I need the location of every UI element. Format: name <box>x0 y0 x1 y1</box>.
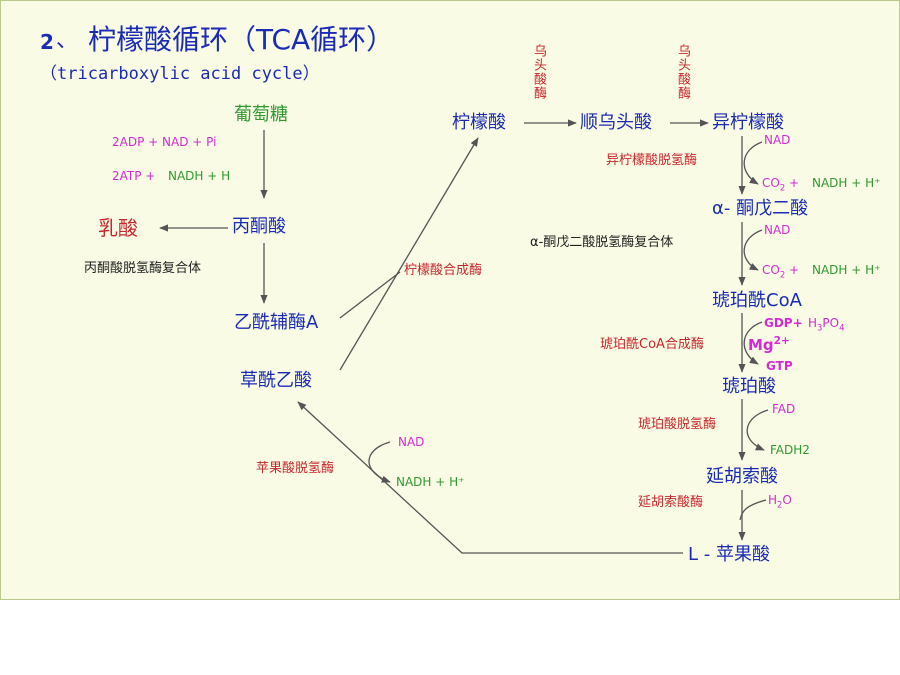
icdh-nad: NAD <box>764 133 791 147</box>
page-title: 柠檬酸循环（TCA循环） <box>88 23 395 56</box>
curve-fumarase <box>739 499 767 521</box>
glucose-label: 葡萄糖 <box>234 104 288 125</box>
fad-label: FAD <box>772 402 796 416</box>
curve-akgdh <box>743 229 763 271</box>
mdh-nad: NAD <box>398 435 425 449</box>
fumarase-label: 延胡索酸酶 <box>638 495 704 510</box>
cis-aconitate-label: 顺乌头酸 <box>580 112 652 133</box>
malate-label: L - 苹果酸 <box>688 544 770 565</box>
citrate-synthase-label: 柠檬酸合成酶 <box>404 263 483 278</box>
icdh-co2: CO2 + <box>762 176 800 193</box>
akgdh-co2: CO2 + <box>762 263 800 280</box>
citrate-label: 柠檬酸 <box>452 112 506 133</box>
aconitase-label-2: 乌头酸酶 <box>675 44 690 100</box>
isocitrate-dehydrogenase-label: 异柠檬酸脱氢酶 <box>606 153 698 168</box>
arrow-oxaloacetate-citrate <box>339 137 479 371</box>
mg-label: Mg2+ <box>748 335 790 354</box>
malate-dehydrogenase-label: 苹果酸脱氢酶 <box>256 461 335 476</box>
title-separator: 、 <box>56 28 79 53</box>
akgdh-nadh: NADH + H⁺ <box>812 263 881 277</box>
mdh-nadh: NADH + H⁺ <box>396 475 465 489</box>
fadh2-label: FADH2 <box>770 443 810 457</box>
akg-dehydrogenase-complex-label: α-酮戊二酸脱氢酶复合体 <box>530 235 674 250</box>
h3po4-label: H3PO4 <box>808 316 845 333</box>
pdh-complex-label: 丙酮酸脱氢酶复合体 <box>84 261 202 276</box>
page-subtitle: （tricarboxylic acid cycle） <box>40 64 320 84</box>
akgdh-nad: NAD <box>764 223 791 237</box>
gtp-label: GTP <box>766 359 793 373</box>
h2o-label: H2O <box>768 493 792 510</box>
fumarate-label: 延胡索酸 <box>706 466 778 487</box>
succinyl-coa-synthetase-label: 琥珀酰CoA合成酶 <box>600 337 704 352</box>
curve-mdh <box>368 441 391 483</box>
aconitase-label-1: 乌头酸酶 <box>531 44 546 100</box>
icdh-nadh: NADH + H⁺ <box>812 176 881 190</box>
alpha-ketoglutarate-label: α- 酮戊二酸 <box>712 198 809 219</box>
succinate-label: 琥珀酸 <box>722 376 776 397</box>
oxaloacetate-label: 草酰乙酸 <box>240 370 312 391</box>
adp-cofactor-line: 2ADP + NAD + Pi <box>112 135 217 149</box>
succinate-dehydrogenase-label: 琥珀酸脱氢酶 <box>638 417 717 432</box>
mg-superscript: 2+ <box>773 335 790 347</box>
acetyl-coa-label: 乙酰辅酶A <box>234 312 319 333</box>
curve-icdh <box>743 141 763 185</box>
isocitrate-label: 异柠檬酸 <box>712 112 784 133</box>
title-number: 2 <box>40 30 54 54</box>
curve-scs <box>743 321 763 365</box>
succinyl-coa-label: 琥珀酰CoA <box>712 290 802 311</box>
gdp-label: GDP+ <box>764 316 803 330</box>
atp-cofactor-a: 2ATP + <box>112 169 156 183</box>
pyruvate-label: 丙酮酸 <box>232 216 286 237</box>
curve-sdh <box>746 409 769 451</box>
slide-background <box>0 0 900 600</box>
lactate-label: 乳酸 <box>98 216 138 240</box>
arrow-acetylcoa-synthase <box>339 271 401 319</box>
arrow-malate-oxaloacetate <box>297 401 683 554</box>
atp-cofactor-b: NADH + H <box>168 169 231 183</box>
